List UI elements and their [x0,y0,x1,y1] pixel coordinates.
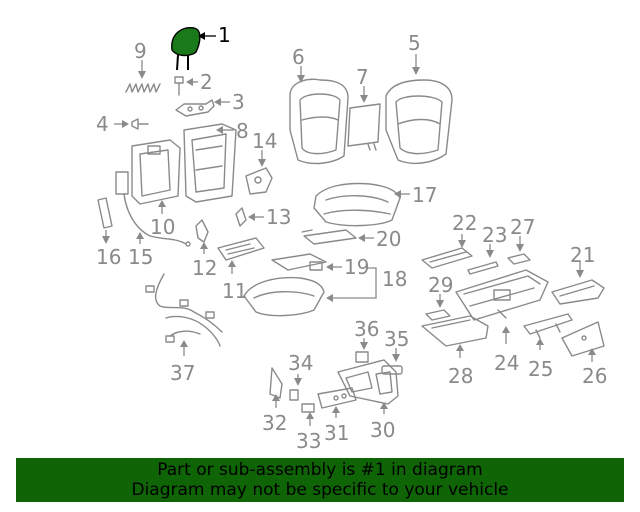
part-15-harness [115,171,191,247]
banner-line-2: Diagram may not be specific to your vehi… [131,480,509,500]
callout-3: 3 [232,90,245,114]
part-20-pad [301,229,357,245]
part-30-side-shield [337,359,399,405]
part-29-plate [425,309,451,321]
callout-5: 5 [408,31,421,55]
callout-22: 22 [452,211,477,235]
callout-37: 37 [170,361,195,385]
part-3-bracket [175,99,215,117]
callout-27: 27 [510,215,535,239]
callout-26: 26 [582,364,607,388]
callout-29: 29 [428,273,453,297]
callout-34: 34 [288,351,313,375]
part-5-back-cushion [385,79,453,165]
part-6-back-trim [289,78,349,165]
part-37-wire-harness [145,273,223,347]
callout-28: 28 [448,364,473,388]
callout-4: 4 [96,112,109,136]
part-9-spring [125,83,161,93]
part-16-side-trim [97,197,113,229]
callout-31: 31 [324,421,349,445]
part-23-rod [467,261,499,275]
callout-8: 8 [236,119,249,143]
callout-35: 35 [384,327,409,351]
part-28-trim-panel [421,315,489,347]
part-25-rail [523,313,573,339]
callout-11: 11 [222,279,247,303]
part-4-screw [131,118,149,130]
part-12-bolster [195,219,209,243]
callout-15: 15 [128,245,153,269]
callout-18: 18 [382,267,407,291]
part-27-clip [507,253,531,265]
info-banner: Part or sub-assembly is #1 in diagram Di… [16,458,624,502]
callout-25: 25 [528,357,553,381]
part-10-back-panel [131,139,181,205]
part-8-back-frame [183,123,237,203]
part-24-adjuster [455,269,549,321]
part-13-clip [235,207,247,227]
callout-24: 24 [494,351,519,375]
callout-6: 6 [292,45,305,69]
banner-line-1: Part or sub-assembly is #1 in diagram [157,460,483,480]
part-34-clip [289,389,299,401]
callout-20: 20 [376,227,401,251]
part-1-headrest[interactable] [171,27,201,71]
part-2-guide [174,76,184,96]
callout-9: 9 [134,39,147,63]
part-32-trim [269,367,283,399]
callout-32: 32 [262,411,287,435]
part-17-cushion-trim [313,182,401,227]
part-18-cushion-pad [243,276,325,317]
part-31-bezel [317,387,357,409]
callout-12: 12 [192,256,217,280]
part-22-track-part [421,247,473,269]
callout-7: 7 [356,65,369,89]
callout-2: 2 [200,70,213,94]
callout-23: 23 [482,223,507,247]
part-21-cover [551,279,605,305]
part-33-button [301,403,315,413]
callout-14: 14 [252,129,277,153]
callout-33: 33 [296,429,321,453]
callout-17: 17 [412,183,437,207]
callout-10: 10 [150,215,175,239]
callout-16: 16 [96,245,121,269]
part-35-knob [381,365,403,375]
part-36-switch [355,351,369,363]
callout-13: 13 [266,205,291,229]
part-14-bracket [245,167,273,195]
callout-21: 21 [570,243,595,267]
callout-1: 1 [218,23,231,47]
part-19-sensor-mat [271,253,327,271]
callout-36: 36 [354,317,379,341]
callout-19: 19 [344,255,369,279]
part-11-module [217,237,265,261]
part-26-outer-trim [561,321,605,357]
callout-30: 30 [370,418,395,442]
part-7-panel [347,103,381,151]
